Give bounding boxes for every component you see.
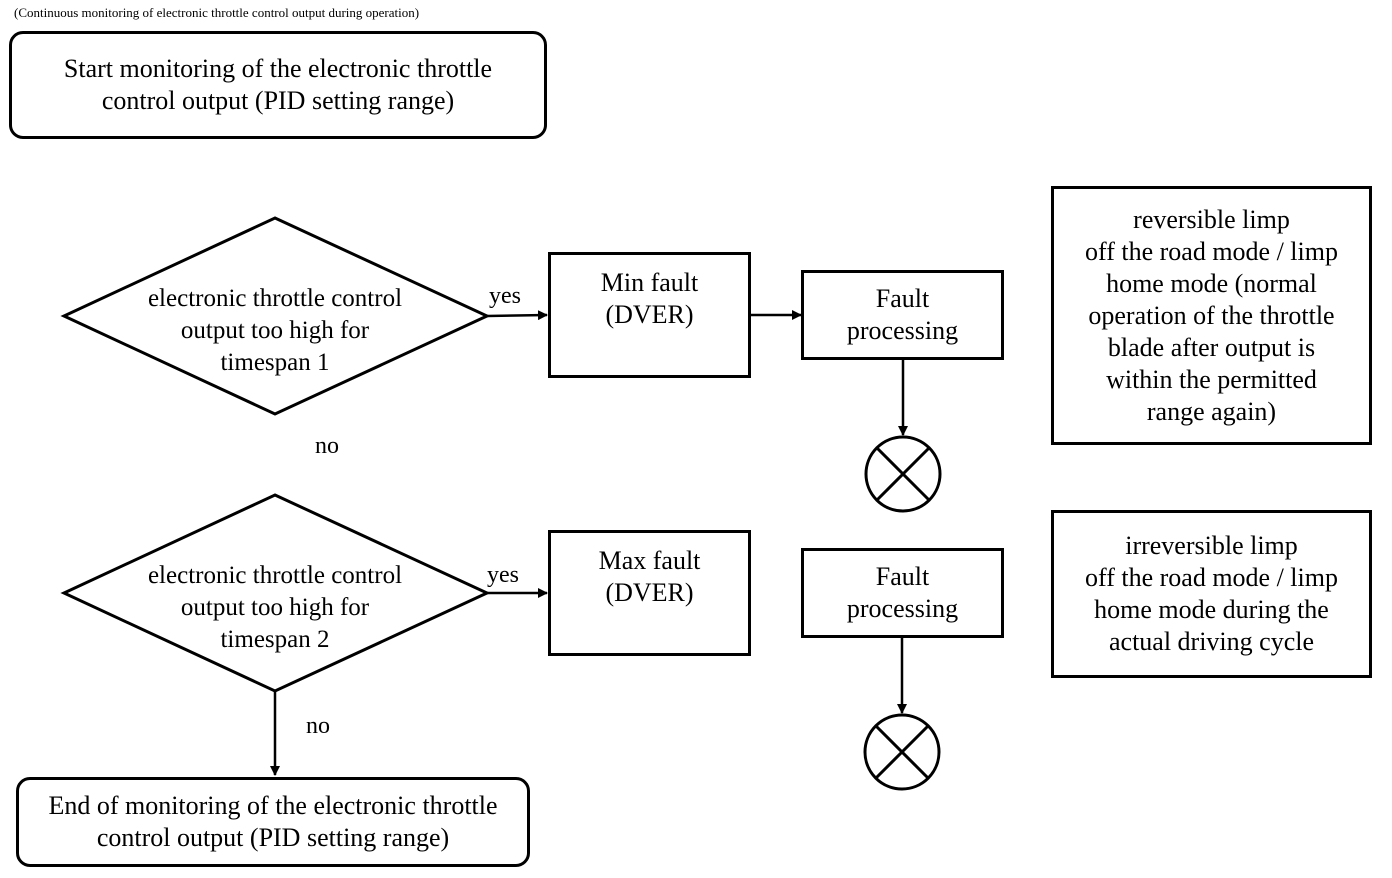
max-fault-box: Max fault (DVER): [548, 530, 751, 656]
decision-diamond-1: [60, 216, 491, 416]
yes-label-2: yes: [487, 562, 519, 588]
diagram-caption: (Continuous monitoring of electronic thr…: [14, 5, 420, 20]
no-label-2: no: [306, 713, 330, 739]
fault-processing-box-2: Fault processing: [801, 548, 1004, 638]
terminator-x-icon-2: [863, 713, 941, 791]
start-monitoring-box: Start monitoring of the electronic throt…: [9, 31, 547, 139]
yes-arrow-1: [486, 310, 548, 321]
start-box-line-1: Start monitoring of the electronic throt…: [63, 54, 493, 83]
terminator-x-icon-1: [864, 435, 942, 513]
reversible-limp-mode-note: reversible limp off the road mode / limp…: [1051, 186, 1372, 445]
yes-label-1: yes: [489, 283, 521, 309]
start-box-line-2: control output (PID setting range): [101, 86, 455, 115]
decision-2-text: electronic throttle control output too h…: [147, 562, 403, 653]
decision-1-text: electronic throttle control output too h…: [147, 285, 403, 376]
fault-processing-box-1: Fault processing: [801, 270, 1004, 360]
min-fault-box: Min fault (DVER): [548, 252, 751, 378]
irreversible-limp-mode-note: irreversible limp off the road mode / li…: [1051, 510, 1372, 678]
end-monitoring-box: End of monitoring of the electronic thro…: [16, 777, 530, 867]
no-label-1: no: [315, 433, 339, 459]
